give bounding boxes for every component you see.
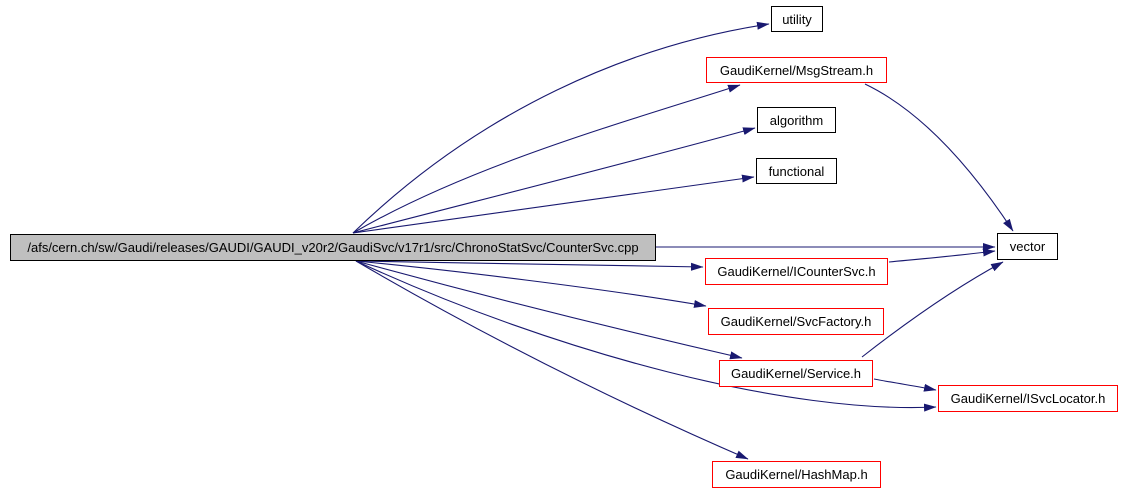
graph-node-service[interactable]: GaudiKernel/Service.h [719, 360, 873, 387]
edge-msgstream-to-vector [864, 83, 1014, 232]
edge-icountersvc-to-vector [888, 248, 996, 263]
graph-node-functional: functional [756, 158, 837, 184]
graph-node-label: algorithm [769, 112, 824, 128]
edge-main-to-msgstream [352, 84, 741, 234]
graph-node-label: GaudiKernel/ICounterSvc.h [717, 264, 876, 279]
graph-node-label: GaudiKernel/SvcFactory.h [720, 314, 872, 329]
graph-node-label: GaudiKernel/ISvcLocator.h [950, 391, 1106, 406]
graph-node-label: functional [768, 163, 825, 179]
graph-node-icountersvc[interactable]: GaudiKernel/ICounterSvc.h [705, 258, 888, 285]
graph-node-label: GaudiKernel/MsgStream.h [719, 62, 874, 78]
graph-node-label: /afs/cern.ch/sw/Gaudi/releases/GAUDI/GAU… [27, 240, 639, 255]
graph-node-algorithm: algorithm [757, 107, 836, 133]
edge-service-to-vector [861, 261, 1004, 358]
graph-node-hashmap[interactable]: GaudiKernel/HashMap.h [712, 461, 881, 488]
edge-main-to-icountersvc [355, 260, 704, 271]
graph-node-label: vector [1009, 239, 1046, 254]
edge-main-to-service [355, 260, 743, 360]
edge-main-to-hashmap [355, 260, 749, 460]
edge-main-to-isvclocator [355, 260, 937, 412]
edge-main-to-algorithm [352, 127, 756, 234]
graph-node-vector: vector [997, 233, 1058, 260]
graph-node-utility: utility [771, 6, 823, 32]
edge-main-to-svcfactory [355, 260, 707, 308]
graph-node-isvclocator[interactable]: GaudiKernel/ISvcLocator.h [938, 385, 1118, 412]
graph-node-msgstream[interactable]: GaudiKernel/MsgStream.h [706, 57, 887, 83]
edge-main-to-functional [352, 174, 755, 234]
edge-main-to-utility [352, 21, 770, 234]
graph-node-label: GaudiKernel/Service.h [730, 366, 862, 381]
graph-node-main: /afs/cern.ch/sw/Gaudi/releases/GAUDI/GAU… [10, 234, 656, 261]
graph-node-label: GaudiKernel/HashMap.h [725, 467, 868, 482]
edge-service-to-isvclocator [873, 378, 937, 392]
graph-node-label: utility [782, 11, 812, 27]
graph-node-svcfactory[interactable]: GaudiKernel/SvcFactory.h [708, 308, 884, 335]
